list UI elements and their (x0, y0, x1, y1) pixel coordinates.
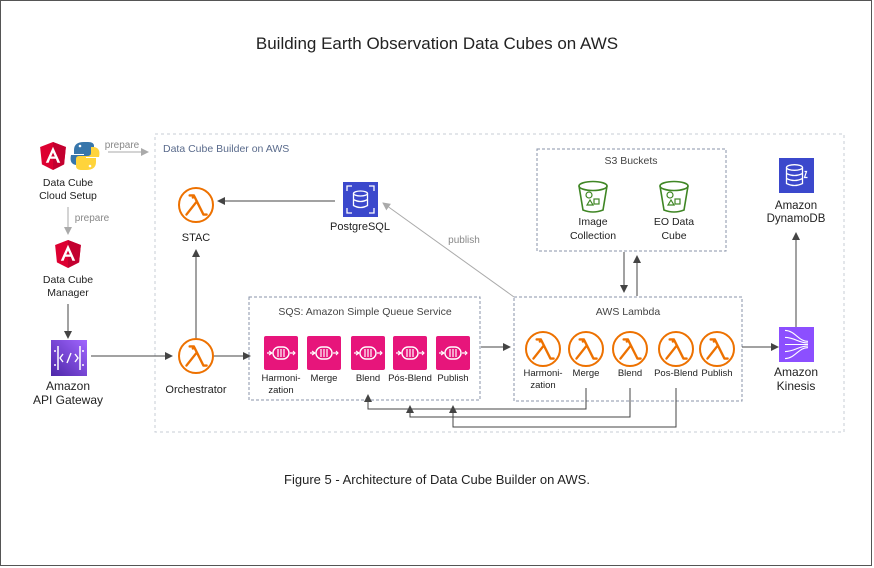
lambda-function-label: Publish (701, 368, 732, 379)
sqs-queue-icon (307, 336, 341, 370)
lambda-function-label: Blend (618, 368, 642, 379)
lambda-function-icon (568, 331, 604, 367)
lambda-group (513, 296, 743, 402)
lambda-function-icon (612, 331, 648, 367)
node-postgresql-label: PostgreSQL (330, 221, 390, 233)
stac-lambda-icon (178, 187, 214, 223)
s3-buckets-group (536, 148, 727, 252)
lambda-function-icon (658, 331, 694, 367)
edge-merge-fn-to-blend-queue (364, 388, 587, 410)
edge-lambda-publish-to-postgresql (382, 202, 515, 298)
angular-icon (55, 240, 81, 268)
lambda-function-icon (525, 331, 561, 367)
sqs-group (248, 296, 481, 401)
edge-label-prepare-top: prepare (105, 140, 140, 151)
rds-postgresql-icon (343, 182, 378, 217)
kinesis-icon (779, 327, 814, 362)
diagram-title: Building Earth Observation Data Cubes on… (255, 34, 619, 53)
sqs-group-label: SQS: Amazon Simple Queue Service (278, 306, 451, 318)
sqs-queue-label: Merge (311, 373, 338, 384)
s3-bucket-icon (659, 180, 689, 213)
builder-group-label: Data Cube Builder on AWS (163, 143, 289, 155)
angular-icon (40, 142, 66, 170)
sqs-queue-label: Blend (356, 373, 380, 384)
lambda-function-icon (699, 331, 735, 367)
sqs-queue-icon (264, 336, 298, 370)
node-orchestrator-label: Orchestrator (165, 384, 226, 396)
edge-blend-fn-to-posblend-queue (406, 388, 631, 418)
sqs-queue-icon (351, 336, 385, 370)
lambda-group-label: AWS Lambda (596, 306, 661, 318)
s3-bucket-icon (578, 180, 608, 213)
sqs-queue-icon (436, 336, 470, 370)
figure-caption: Figure 5 - Architecture of Data Cube Bui… (284, 472, 590, 487)
sqs-queue-label: Pós-Blend (388, 373, 432, 384)
s3-group-label: S3 Buckets (604, 155, 657, 167)
edge-label-prepare-mid: prepare (75, 213, 110, 224)
lambda-function-label: Merge (573, 368, 600, 379)
python-icon (70, 142, 100, 170)
edge-posblend-fn-to-publish-queue (449, 388, 677, 428)
sqs-queue-label: Publish (437, 373, 468, 384)
dynamodb-icon (779, 158, 814, 193)
sqs-queue-label: Harmoni-zation (261, 373, 300, 396)
node-stac-label: STAC (182, 232, 211, 244)
lambda-function-label: Harmoni-zation (523, 368, 562, 391)
lambda-function-label: Pos-Blend (654, 368, 698, 379)
data-cube-builder-group (154, 133, 845, 433)
orchestrator-lambda-icon (178, 338, 214, 374)
sqs-queue-icon (393, 336, 427, 370)
edge-label-publish: publish (448, 235, 480, 246)
api-gateway-icon (51, 340, 87, 376)
